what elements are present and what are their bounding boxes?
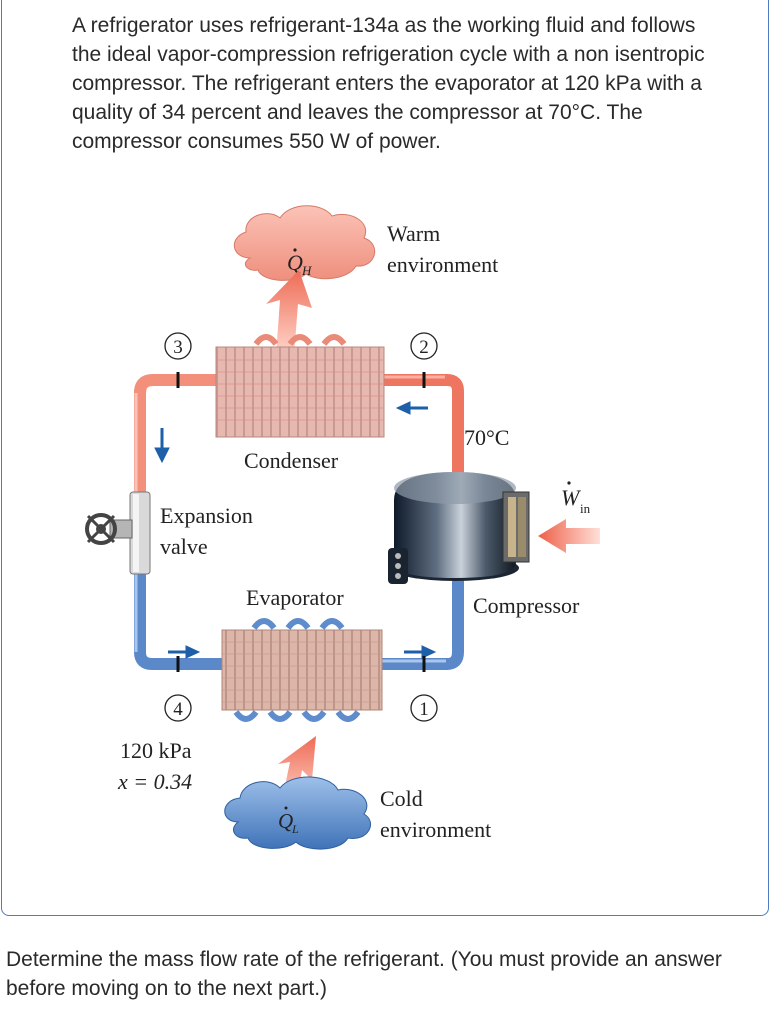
state-2-marker: 2 (410, 332, 438, 360)
state-4-pressure: 120 kPa (120, 738, 192, 763)
state-1-number: 1 (419, 699, 429, 720)
refrigeration-cycle-diagram: Q H Warm environment (85, 205, 600, 850)
evaporator-coil (221, 618, 383, 722)
evaporator-label: Evaporator (246, 585, 344, 610)
state-1-marker: 1 (410, 694, 438, 722)
flow-arrows (154, 401, 437, 659)
heat-rejection-arrow (266, 270, 312, 355)
compressor (388, 472, 530, 584)
condenser-label: Condenser (244, 448, 339, 473)
q-l-label: Q (278, 809, 293, 833)
problem-statement: A refrigerator uses refrigerant-134a as … (72, 14, 705, 153)
cold-environment-line1: Cold (380, 786, 423, 811)
state-4-quality: x = 0.34 (117, 769, 192, 794)
expansion-valve-label-line2: valve (160, 534, 208, 559)
q-h-dot (293, 248, 297, 252)
warm-cloud: Q H (234, 205, 376, 281)
state-3-number: 3 (173, 337, 183, 358)
q-h-label: Q (287, 250, 303, 275)
warm-environment-line2: environment (387, 252, 498, 277)
state-2-number: 2 (419, 337, 429, 358)
problem-card (1, 0, 769, 916)
expansion-valve-label-line1: Expansion (160, 503, 253, 528)
w-in-dot (567, 481, 571, 485)
work-input-arrow (538, 519, 600, 553)
warm-environment-line1: Warm (387, 221, 440, 246)
flow-arrow-right-bottom-right (404, 645, 437, 659)
cold-cloud: Q L (224, 776, 371, 850)
flow-arrow-down (154, 428, 170, 464)
state-4-number: 4 (173, 699, 183, 720)
w-in-label: W (561, 485, 581, 510)
expansion-valve (85, 491, 151, 575)
compressor-label: Compressor (473, 593, 580, 618)
w-in-subscript: in (580, 501, 591, 516)
flow-arrow-right-bottom-left (168, 645, 201, 659)
state-3-marker: 3 (164, 332, 192, 360)
state-4-marker: 4 (164, 694, 192, 722)
q-l-dot (284, 806, 288, 810)
question-prompt: Determine the mass flow rate of the refr… (6, 948, 722, 1000)
q-h-subscript: H (301, 263, 312, 278)
q-l-subscript: L (291, 822, 299, 836)
piping-loop (134, 374, 464, 670)
state-ticks (176, 372, 426, 672)
compressor-exit-temperature: 70°C (464, 425, 509, 450)
cold-environment-line2: environment (380, 817, 491, 842)
condenser-coil (215, 334, 385, 438)
flow-arrow-left (395, 401, 428, 415)
